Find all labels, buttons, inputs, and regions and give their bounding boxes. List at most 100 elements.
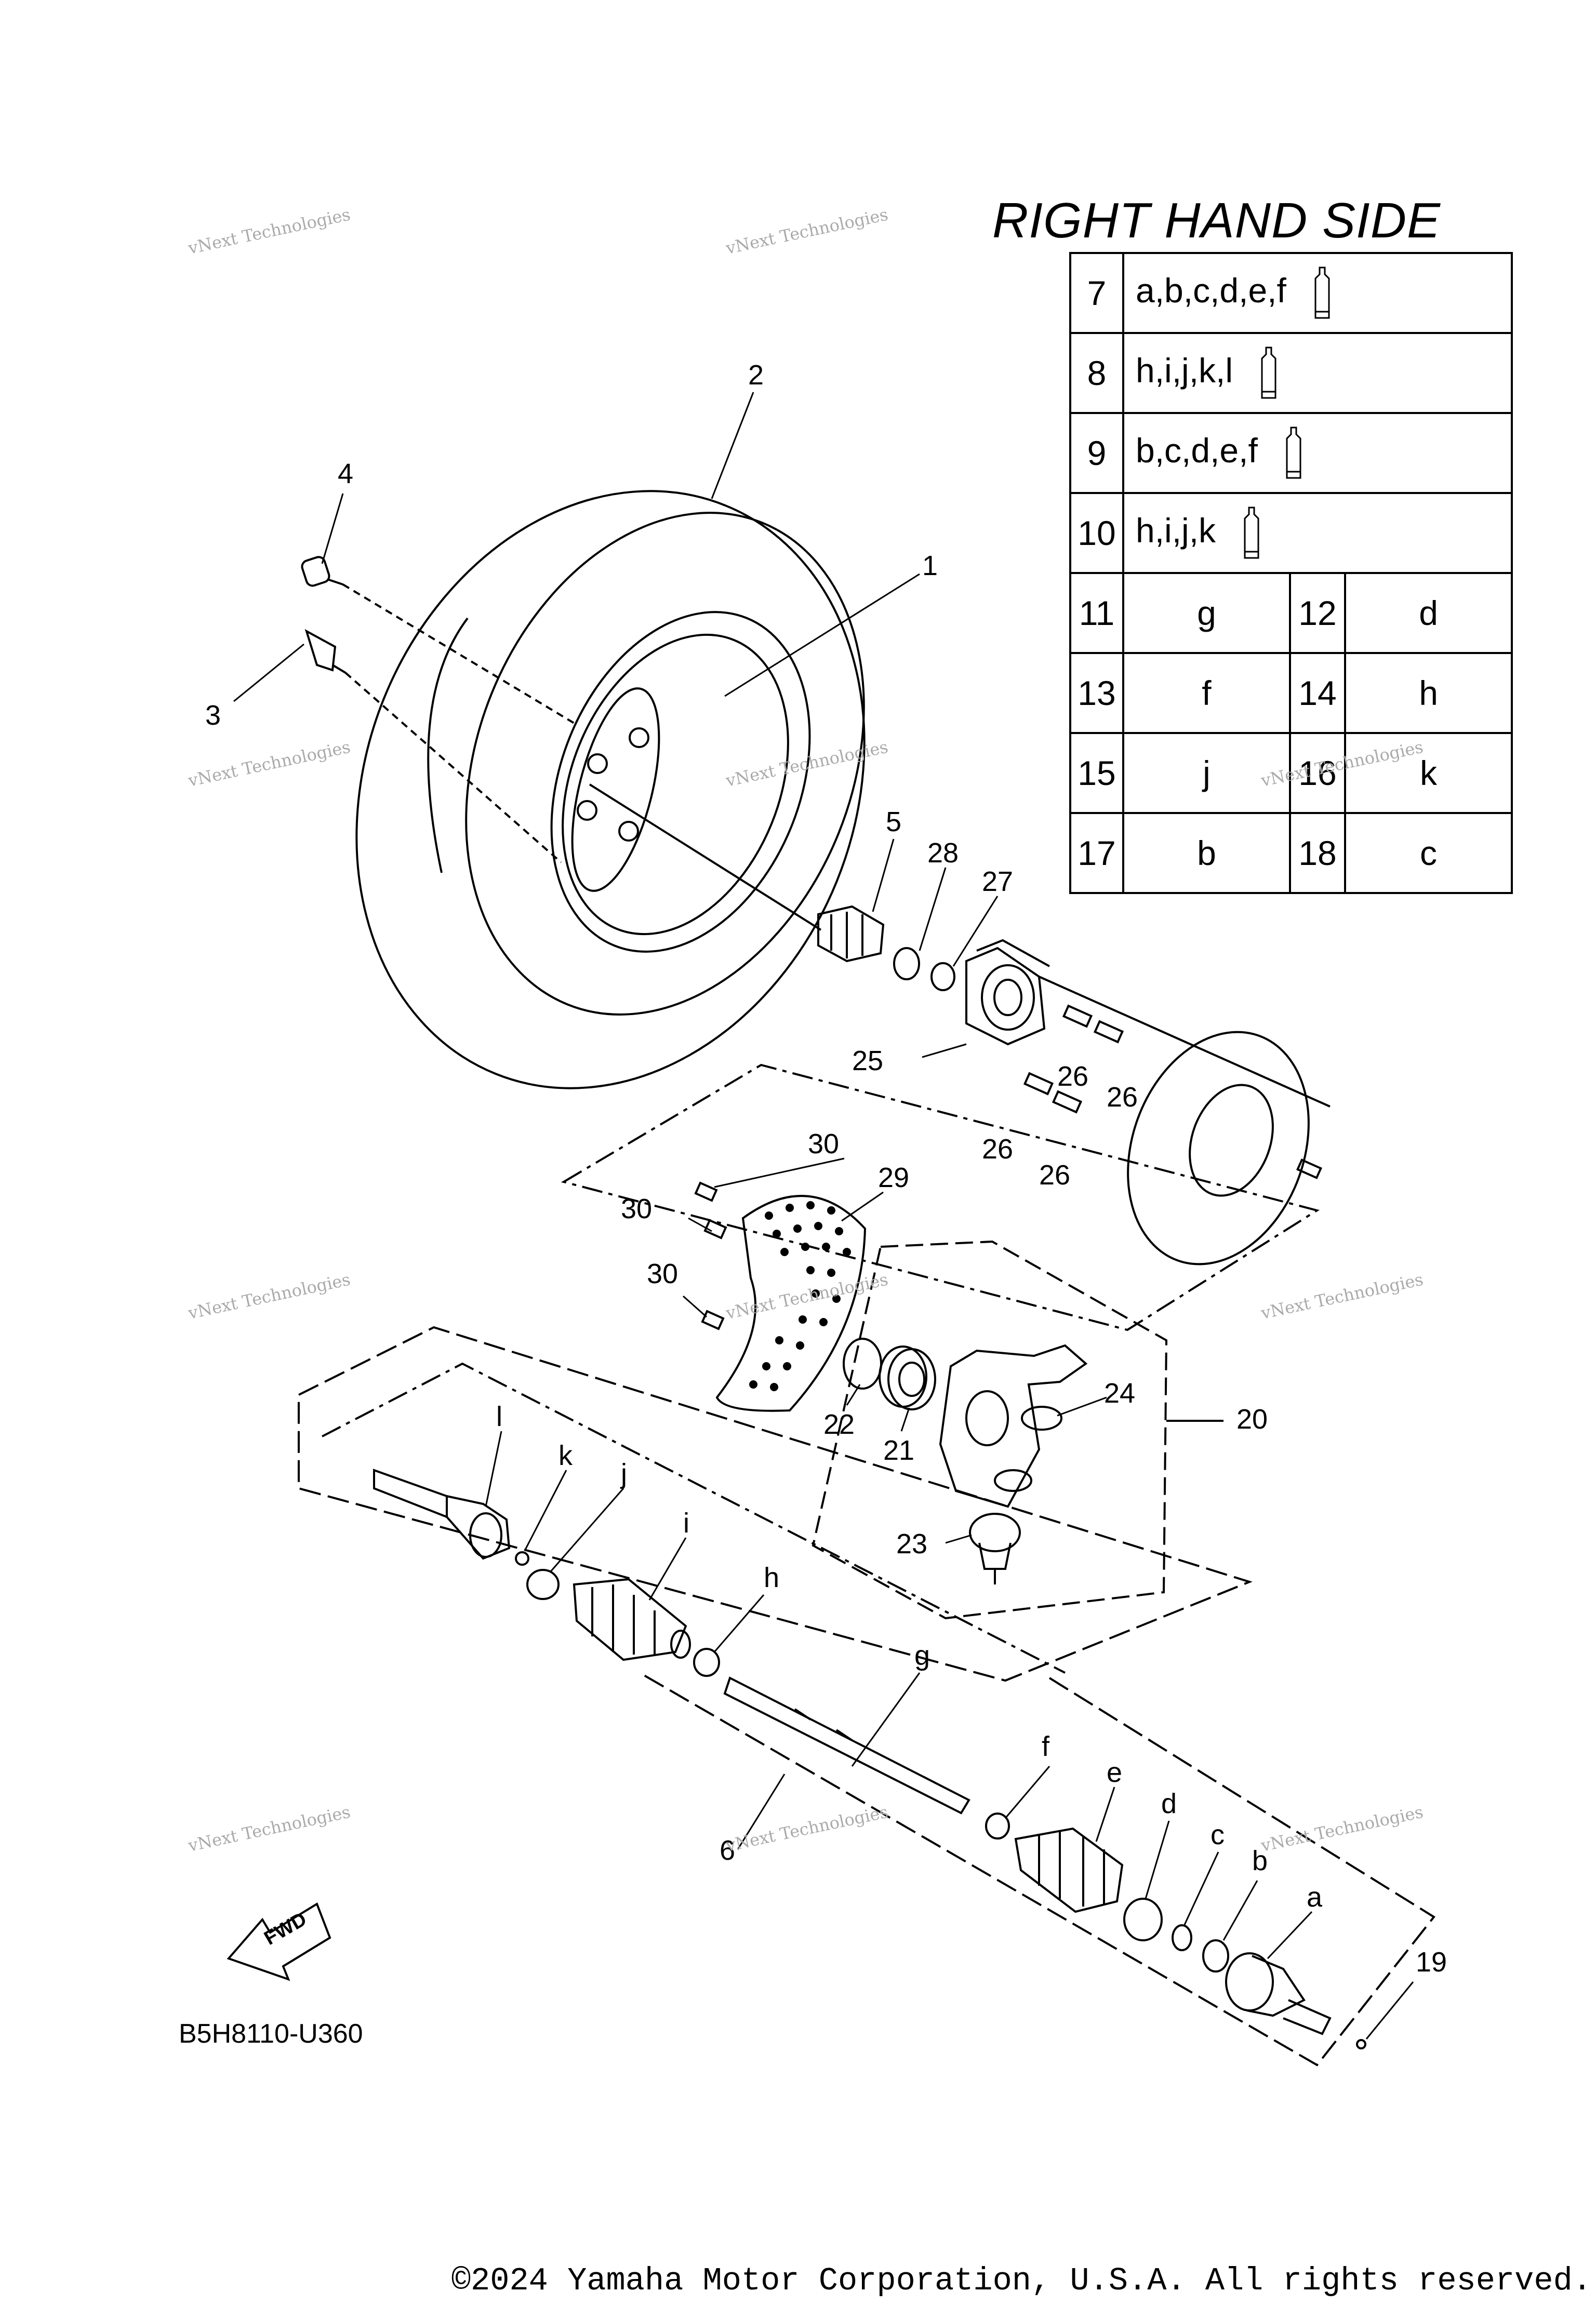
boot-clamp-h <box>693 1648 720 1677</box>
ref-number: 12 <box>1288 572 1347 654</box>
grease-tube-icon <box>1244 507 1259 558</box>
grease-tube-icon <box>1314 267 1330 318</box>
callout-b: b <box>1252 1845 1268 1876</box>
callout-20: 20 <box>1236 1404 1268 1435</box>
studs <box>1023 1004 1124 1114</box>
callout-5: 5 <box>886 806 901 837</box>
ref-content: h,i,j,k,l <box>1122 332 1513 414</box>
callout-28: 28 <box>927 837 959 869</box>
table-row: 11 g 12 d <box>1069 572 1513 654</box>
callout-d: d <box>1161 1788 1177 1819</box>
ref-content: a,b,c,d,e,f <box>1122 252 1513 334</box>
callouts: 1 2 3 4 5 6 19 20 21 22 23 24 25 26 26 2… <box>205 359 1447 1978</box>
ref-letter: g <box>1122 572 1291 654</box>
ref-number: 16 <box>1288 732 1347 814</box>
ref-number: 18 <box>1288 812 1347 894</box>
wheel-tire <box>355 490 866 1089</box>
boot-clamp-d <box>1123 1898 1163 1941</box>
callout-c: c <box>1211 1819 1225 1850</box>
table-row: 8 h,i,j,k,l <box>1069 332 1513 414</box>
fwd-arrow-icon <box>227 1902 331 1981</box>
circlip-b <box>1202 1939 1229 1973</box>
leader-lines <box>233 392 1414 2040</box>
callout-23: 23 <box>896 1528 927 1560</box>
callout-j: j <box>620 1458 627 1489</box>
bearing-21 <box>879 1345 936 1410</box>
callout-3: 3 <box>205 700 221 731</box>
callout-30c: 30 <box>647 1258 678 1289</box>
outer-boot <box>1014 1827 1124 1913</box>
drive-shaft-frame <box>298 1326 1435 2067</box>
ref-letter: k <box>1344 732 1513 814</box>
seal-24 <box>1021 1406 1062 1431</box>
callout-i: i <box>683 1508 689 1539</box>
ref-number: 7 <box>1069 252 1124 334</box>
inner-frame <box>322 1362 1066 1674</box>
tire-valve <box>304 629 347 674</box>
ref-number: 11 <box>1069 572 1124 654</box>
boot-clamp-j <box>526 1569 560 1600</box>
callout-a: a <box>1307 1882 1323 1913</box>
ball-joint <box>969 1513 1021 1584</box>
table-row: 17 b 18 c <box>1069 812 1513 894</box>
ref-number: 17 <box>1069 812 1124 894</box>
grease-tube-icon <box>1261 347 1276 398</box>
ref-number: 10 <box>1069 492 1124 574</box>
dust-cover-bolts <box>694 1181 727 1330</box>
ref-letter: c <box>1344 812 1513 894</box>
ref-content-text: a,b,c,d,e,f <box>1136 271 1286 310</box>
ref-number: 14 <box>1288 652 1347 734</box>
callout-26d: 26 <box>1039 1160 1070 1191</box>
guide-lines <box>342 583 578 863</box>
callout-4: 4 <box>338 458 353 489</box>
callout-e: e <box>1107 1757 1122 1788</box>
callout-22: 22 <box>823 1409 855 1440</box>
callout-26b: 26 <box>1107 1082 1138 1113</box>
callout-1: 1 <box>922 550 938 581</box>
callout-l: l <box>496 1401 502 1432</box>
steering-knuckle <box>939 1344 1088 1508</box>
callout-6: 6 <box>720 1835 735 1866</box>
callout-29: 29 <box>878 1162 909 1193</box>
reference-table: 7 a,b,c,d,e,f 8 h,i,j,k,l 9 b,c,d,e,f <box>1069 252 1513 894</box>
ref-content-text: b,c,d,e,f <box>1136 431 1258 470</box>
table-row: 15 j 16 k <box>1069 732 1513 814</box>
ref-number: 15 <box>1069 732 1124 814</box>
axle-nut <box>817 905 885 963</box>
callout-2: 2 <box>748 359 764 391</box>
ref-content: b,c,d,e,f <box>1122 412 1513 494</box>
callout-30b: 30 <box>621 1193 652 1224</box>
callout-19: 19 <box>1416 1947 1447 1978</box>
callout-k: k <box>558 1440 573 1471</box>
copyright-notice: ©2024 Yamaha Motor Corporation, U.S.A. A… <box>451 2262 1592 2299</box>
ref-letter: f <box>1122 652 1291 734</box>
valve-cap <box>301 556 343 587</box>
ref-number: 8 <box>1069 332 1124 414</box>
brake-dust-cover <box>715 1195 867 1412</box>
table-row: 13 f 14 h <box>1069 652 1513 734</box>
wheel-hub <box>965 939 1050 1046</box>
boot-clamp-f <box>985 1813 1010 1840</box>
ref-content-text: h,i,j,k,l <box>1136 351 1233 390</box>
callout-g: g <box>914 1640 930 1671</box>
fwd-label: FWD <box>261 1908 311 1950</box>
grease-tube-icon <box>1286 427 1301 478</box>
knuckle-frame <box>812 1240 1168 1620</box>
ref-content-text: h,i,j,k <box>1136 511 1216 550</box>
brake-disc <box>1127 1031 1322 1265</box>
circlip-k <box>515 1551 529 1566</box>
callout-f: f <box>1042 1731 1050 1762</box>
callout-21: 21 <box>883 1435 914 1466</box>
table-row: 9 b,c,d,e,f <box>1069 412 1513 494</box>
ref-number: 9 <box>1069 412 1124 494</box>
callout-27: 27 <box>982 866 1013 897</box>
ref-letter: b <box>1122 812 1291 894</box>
table-row: 10 h,i,j,k <box>1069 492 1513 574</box>
table-row: 7 a,b,c,d,e,f <box>1069 252 1513 334</box>
subassembly-frame <box>561 1063 1320 1331</box>
callout-30: 30 <box>808 1128 839 1160</box>
outer-cv-joint <box>1225 1952 1332 2035</box>
circlip-c <box>1172 1924 1192 1951</box>
washer-28 <box>893 947 920 980</box>
